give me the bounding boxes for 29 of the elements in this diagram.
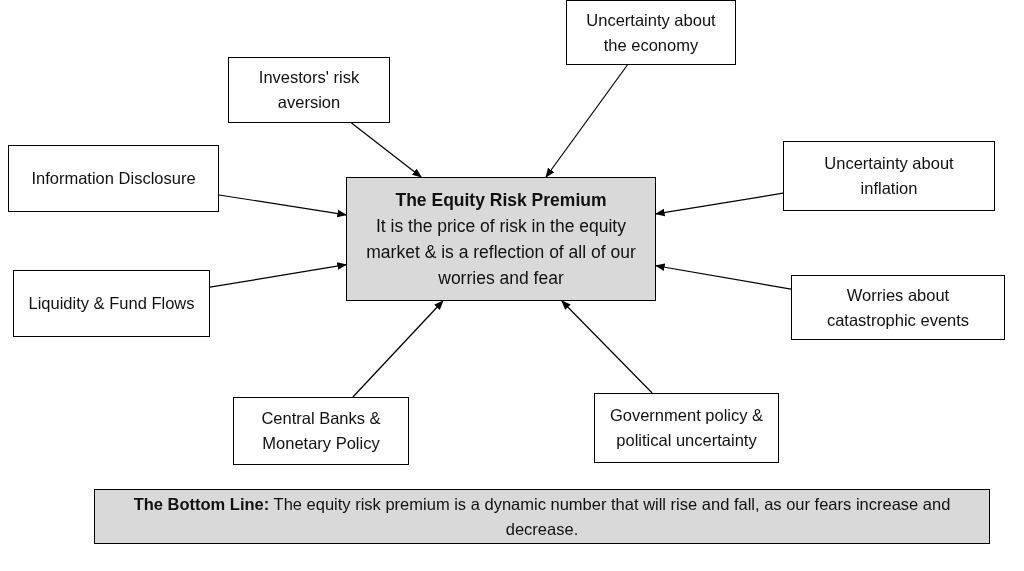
arrow <box>655 263 792 290</box>
factor-box <box>791 275 1005 340</box>
factor-box <box>566 0 736 65</box>
arrow <box>545 64 628 178</box>
factor-box <box>594 393 779 463</box>
summary-box <box>94 489 990 544</box>
box-text: Government policy & political uncertainty <box>608 405 765 451</box>
box-text: Information Disclosure <box>31 168 196 190</box>
arrow <box>218 194 347 218</box>
factor-box <box>228 57 390 123</box>
arrow <box>350 122 422 178</box>
box-text: Uncertainty about inflation <box>823 153 955 199</box>
box-text: Worries about catastrophic events <box>825 284 971 331</box>
arrow <box>655 192 784 217</box>
arrow <box>352 300 444 398</box>
topic-box <box>346 177 656 301</box>
box-text: The Bottom Line: The equity risk premium is a dynamic number that will rise and fall, as our fears increase and decrease. <box>132 493 952 540</box>
factor-box <box>783 141 995 211</box>
box-text: Uncertainty about the economy <box>585 9 717 56</box>
heading: The Equity Risk Premium <box>395 188 607 212</box>
box-text: Investors' risk aversion <box>257 67 361 113</box>
box-text: Central Banks & Monetary Policy <box>260 408 382 454</box>
factor-box <box>8 145 219 212</box>
factor-box <box>233 397 409 465</box>
arrow <box>561 300 653 394</box>
box-text: It is the price of risk in the equity market & is a reflection of all of our worries and fear <box>365 214 637 291</box>
arrow <box>209 262 347 288</box>
box-text: Liquidity & Fund Flows <box>28 293 195 315</box>
factor-box <box>13 270 210 337</box>
